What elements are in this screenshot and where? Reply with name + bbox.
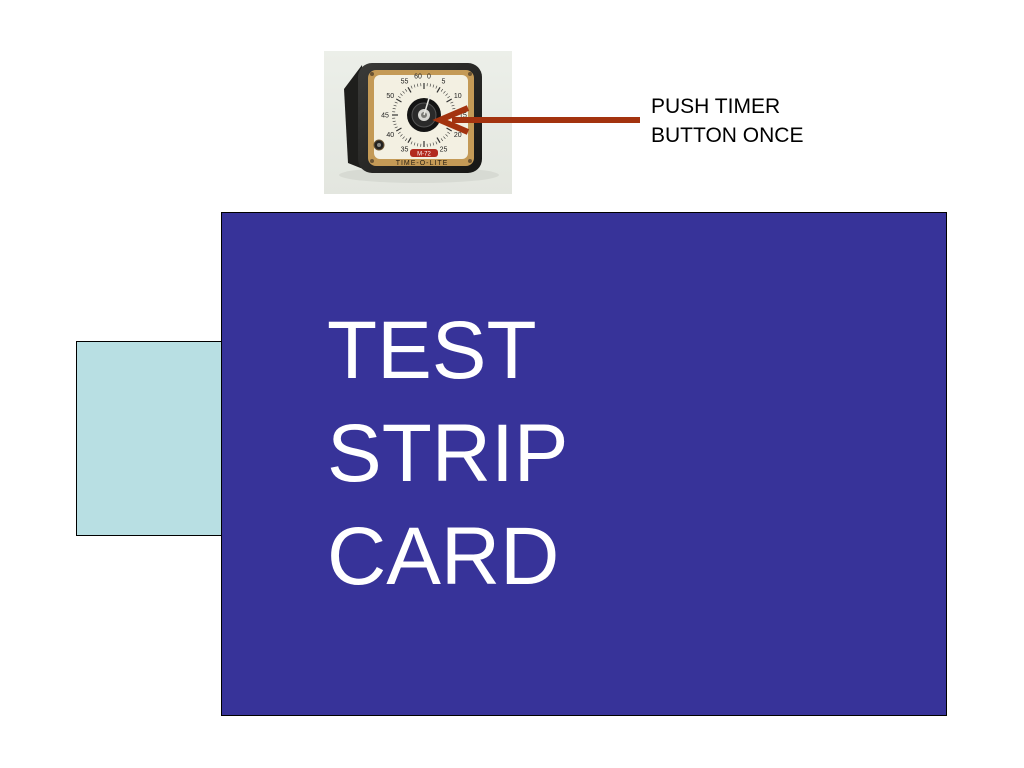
- card-title-line-1: TEST: [327, 305, 537, 396]
- dial-numeral: 60: [414, 74, 422, 81]
- card-title: TEST STRIP CARD: [327, 299, 568, 608]
- dial-tick: [393, 104, 397, 107]
- dial-tick: [435, 85, 438, 89]
- dial-tick: [440, 138, 444, 142]
- dial-tick: [435, 141, 438, 145]
- timer-model-label: M-72: [417, 152, 431, 158]
- dial-tick: [445, 134, 448, 137]
- dial-tick: [429, 143, 431, 147]
- dial-tick: [394, 126, 398, 129]
- dial-numeral: 0: [427, 74, 431, 81]
- dial-tick: [443, 136, 446, 139]
- dial-tick: [429, 83, 431, 87]
- dial-tick: [395, 127, 402, 132]
- dial-tick: [447, 95, 451, 99]
- dial-tick: [404, 138, 408, 142]
- dial-tick: [432, 142, 435, 146]
- dial-tick: [417, 143, 419, 147]
- dial-numerals: 051015202530354045505560: [381, 74, 467, 159]
- dial-numeral: 5: [442, 79, 446, 86]
- dial-tick: [440, 88, 444, 92]
- dial-tick: [451, 104, 455, 107]
- dial-numeral: 15: [459, 113, 467, 120]
- pointer-arrow: [432, 105, 640, 135]
- dial-tick: [432, 84, 435, 88]
- dial-numeral: 35: [401, 146, 409, 153]
- dial-numeral: 10: [454, 93, 462, 100]
- timer-brand-label: TIME-O-LITE: [396, 160, 449, 167]
- dial-tick: [410, 141, 413, 145]
- callout-line-2: BUTTON ONCE: [651, 124, 804, 147]
- dial-tick: [445, 93, 448, 96]
- dial-numeral: 20: [454, 132, 462, 139]
- dial-tick: [397, 131, 401, 135]
- dial-tick: [413, 84, 416, 88]
- dial-tick: [392, 120, 396, 122]
- dial-numeral: 40: [386, 132, 394, 139]
- dial-tick: [393, 123, 397, 126]
- test-strip-card: TEST STRIP CARD: [221, 212, 947, 716]
- dial-tick: [402, 91, 405, 94]
- dial-tick: [394, 101, 398, 104]
- dial-tick: [402, 136, 405, 139]
- callout-line-1: PUSH TIMER: [651, 95, 781, 118]
- dial-numeral: 25: [440, 146, 448, 153]
- card-tab: [76, 341, 226, 536]
- dial-tick: [404, 88, 408, 92]
- dial-tick: [392, 108, 396, 110]
- dial-numeral: 45: [381, 113, 389, 120]
- dial-numeral: 50: [386, 93, 394, 100]
- callout-text: PUSH TIMER BUTTON ONCE: [651, 92, 871, 150]
- dial-tick: [400, 93, 403, 96]
- dial-tick: [407, 137, 412, 144]
- dial-tick: [443, 91, 446, 94]
- card-title-line-3: CARD: [327, 511, 560, 602]
- dial-tick: [410, 85, 413, 89]
- dial-tick: [450, 101, 454, 104]
- dial-tick: [417, 83, 419, 87]
- dial-tick: [452, 108, 456, 110]
- dial-tick: [447, 131, 451, 135]
- dial-tick: [400, 134, 403, 137]
- dial-tick: [395, 98, 402, 103]
- card-title-line-2: STRIP: [327, 408, 569, 499]
- dial-numeral: 55: [401, 79, 409, 86]
- dial-tick: [397, 95, 401, 99]
- dial-tick: [446, 98, 453, 103]
- dial-tick: [436, 86, 441, 93]
- dial-tick: [446, 127, 453, 132]
- dial-tick: [436, 137, 441, 144]
- dial-tick: [407, 86, 412, 93]
- dial-tick: [413, 142, 416, 146]
